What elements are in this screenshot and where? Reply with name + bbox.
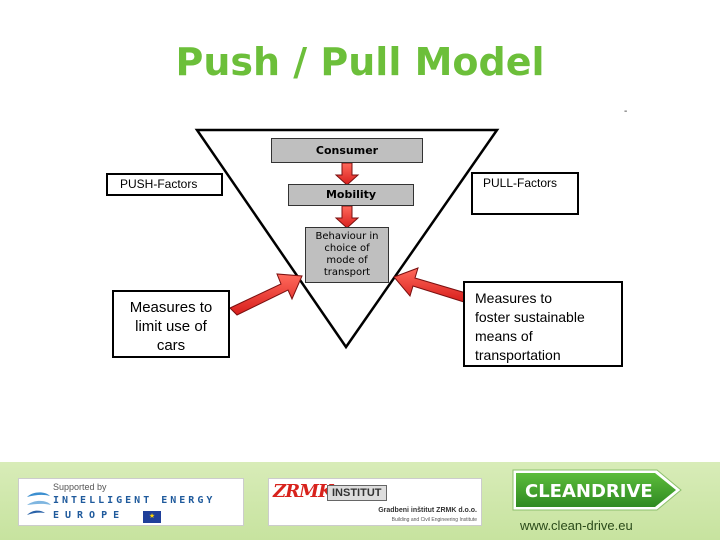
iee-name-line2: EUROPE	[53, 510, 126, 521]
push-measures-line: Measures to	[129, 299, 213, 316]
pull-measures-line: Measures to	[475, 290, 553, 306]
behaviour-line: choice of	[324, 243, 370, 254]
push-measures-line: cars	[156, 337, 186, 354]
arrow-mobility-to-behaviour	[334, 205, 360, 229]
slide-title: Push / Pull Model	[175, 40, 545, 84]
zrmk-mark: ZRMK	[273, 481, 334, 502]
behaviour-line: mode of	[326, 255, 368, 266]
pull-measures-line: transportation	[475, 347, 561, 363]
push-factors-box: PUSH-Factors	[106, 173, 223, 196]
mobility-box: Mobility	[288, 184, 414, 206]
zrmk-subtitle: Building and Civil Engineering Institute	[391, 517, 477, 523]
behaviour-box: Behaviour in choice of mode of transport	[305, 227, 389, 283]
pull-arrow	[393, 267, 467, 303]
pull-measures-box: Measures to foster sustainable means of …	[463, 281, 623, 367]
eu-flag-icon: ★	[143, 511, 161, 523]
push-measures-line: limit use of	[135, 318, 207, 335]
pull-measures-line: foster sustainable	[475, 309, 585, 325]
cleandrive-wordmark: CLEANDRIVE	[525, 481, 653, 502]
website-link[interactable]: www.clean-drive.eu	[520, 518, 633, 533]
behaviour-line: transport	[323, 267, 371, 278]
iee-logo: Supported by INTELLIGENT ENERGY EUROPE ★	[18, 478, 244, 526]
zrmk-logo: ZRMK INSTITUT Gradbeni inštitut ZRMK d.o…	[268, 478, 482, 526]
pull-measures-line: means of	[475, 328, 533, 344]
consumer-box: Consumer	[271, 138, 423, 163]
iee-name-line1: INTELLIGENT ENERGY	[53, 495, 216, 506]
pull-factors-box: PULL-Factors	[471, 172, 579, 215]
supported-by-label: Supported by	[53, 482, 107, 492]
zrmk-full-name: Gradbeni inštitut ZRMK d.o.o.	[378, 507, 477, 514]
push-arrow	[229, 273, 303, 316]
arrow-consumer-to-mobility	[334, 162, 360, 186]
zrmk-institut-badge: INSTITUT	[327, 485, 387, 501]
push-measures-box: Measures to limit use of cars	[112, 290, 230, 358]
corner-mark: -	[624, 106, 628, 117]
behaviour-line: Behaviour in	[315, 231, 379, 242]
cleandrive-logo: CLEANDRIVE	[512, 469, 682, 511]
iee-swirl-icon	[27, 492, 51, 515]
